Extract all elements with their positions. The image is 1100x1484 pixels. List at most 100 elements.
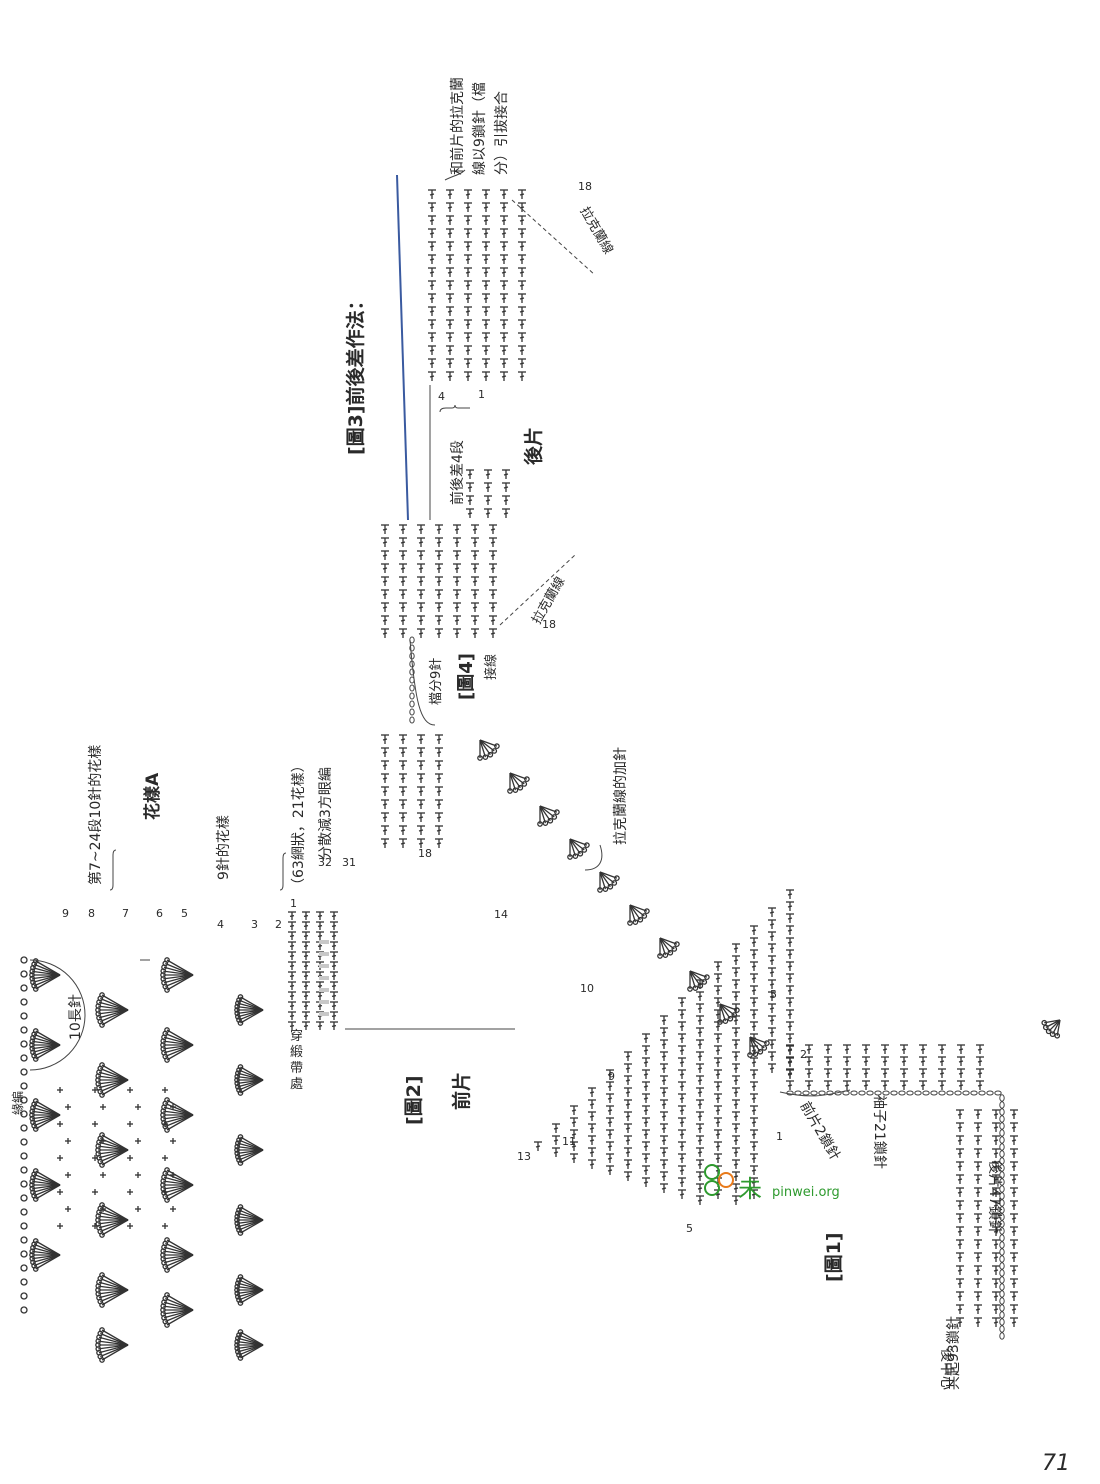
dc-stitch-bar [1011,1113,1017,1116]
dc-stitch-bar [625,1079,631,1082]
dc-stitch-bar [467,499,473,502]
dc-stitch-bar [993,1191,999,1194]
pattern-a-label: 花樣A [142,772,163,820]
dc-stitch-bar [429,206,435,209]
dc-stitch-bar [957,1230,963,1233]
fan-stitch [100,1219,129,1233]
dc-stitch-bar [975,1308,981,1311]
dc-stitch-bar [571,1109,577,1112]
fan-picot [29,1038,36,1045]
dc-stitch-bar [901,1072,907,1075]
fan-picot [235,1293,241,1300]
crotch-chain [409,692,415,700]
dc-stitch-bar [317,994,323,998]
dc-stitch-bar [661,1187,667,1190]
dc-stitch-bar [920,1060,926,1063]
dc-stitch-bar [400,567,406,570]
dc-stitch-bar [501,349,507,352]
dc-stitch-bar [429,193,435,196]
dc-stitch-bar [503,486,509,489]
dc-stitch-bar [958,1060,964,1063]
dc-stitch-bar [825,1084,831,1087]
fan-stitch [166,1309,194,1326]
dc-stitch-bar [436,803,442,806]
dc-stitch-bar [501,271,507,274]
fan-picot [671,946,678,952]
dc-stitch-bar [483,297,489,300]
dc-stitch-bar [993,1243,999,1246]
dc-stitch-bar [553,1139,559,1142]
dc-stitch-bar [769,1067,775,1070]
dc-stitch-bar [975,1256,981,1259]
fan-picot [627,920,633,926]
dc-stitch-bar [625,1055,631,1058]
dc-stitch-bar [825,1060,831,1063]
dc-stitch-bar [447,245,453,248]
dc-stitch-bar [382,816,388,819]
chain-stitch [810,1090,818,1096]
crotch-chain [409,716,415,724]
fan-stitch [98,1336,129,1346]
dc-stitch-bar [975,1165,981,1168]
dc-stitch-bar [289,1024,295,1028]
dc-stitch-bar [975,1295,981,1298]
dc-stitch-bar [400,803,406,806]
row-number: 9 [608,1070,615,1083]
dc-stitch-bar [625,1067,631,1070]
dc-stitch-bar [418,528,424,531]
fan-picot [29,1108,36,1115]
dc-stitch-bar [382,593,388,596]
dc-stitch-bar [957,1295,963,1298]
front-piece-label: 前片 [450,1072,473,1110]
fan-stitch [163,1254,194,1264]
dc-stitch-bar [977,1060,983,1063]
dc-stitch-bar [661,1139,667,1142]
dc-stitch-bar [769,935,775,938]
dc-stitch-bar [589,1103,595,1106]
dc-stitch-bar [1011,1308,1017,1311]
dc-stitch-bar [331,984,337,988]
dc-stitch-bar [787,953,793,956]
dc-stitch-bar [289,994,295,998]
dc-stitch-bar [483,362,489,365]
dc-stitch-bar [447,375,453,378]
dc-stitch-bar [733,1175,739,1178]
fan-stitch [98,1005,129,1011]
dc-stitch-bar [331,1024,337,1028]
chain-stitch [999,1122,1005,1130]
dc-stitch-bar [715,1049,721,1052]
fan-picot [236,1352,242,1358]
dc-stitch-bar [607,1097,613,1100]
dc-stitch-bar [993,1113,999,1116]
dc-stitch-bar [472,528,478,531]
dc-stitch-bar [382,803,388,806]
dc-stitch-bar [400,554,406,557]
fan-stitch [100,997,129,1011]
fan-stitch [539,805,547,824]
dc-stitch-bar [436,829,442,832]
fan-stitch [569,838,577,857]
fan-picot [731,1012,738,1018]
dc-stitch-bar [607,1133,613,1136]
dc-stitch-bar [975,1126,981,1129]
nine-stitch-label: 9針的花樣 [215,815,232,880]
fan-picot [234,1007,240,1013]
ribbon-place-char: 處 [290,1077,303,1092]
dc-stitch-bar [975,1204,981,1207]
dc-stitch-bar [400,829,406,832]
dc-stitch-bar [661,1151,667,1154]
fan-stitch [479,739,487,758]
dc-stitch-bar [289,914,295,918]
dc-stitch-bar [447,323,453,326]
fan-stitch [509,772,517,791]
fan-picot [547,817,554,824]
dc-stitch-bar [454,593,460,596]
dc-stitch-bar [465,349,471,352]
chain-stitch [999,1108,1005,1116]
row-number: 1 [776,1130,783,1143]
dc-stitch-bar [382,632,388,635]
dc-stitch-bar [436,816,442,819]
dc-stitch-bar [751,1013,757,1016]
fan-stitch [599,871,607,890]
dc-stitch-bar [769,959,775,962]
